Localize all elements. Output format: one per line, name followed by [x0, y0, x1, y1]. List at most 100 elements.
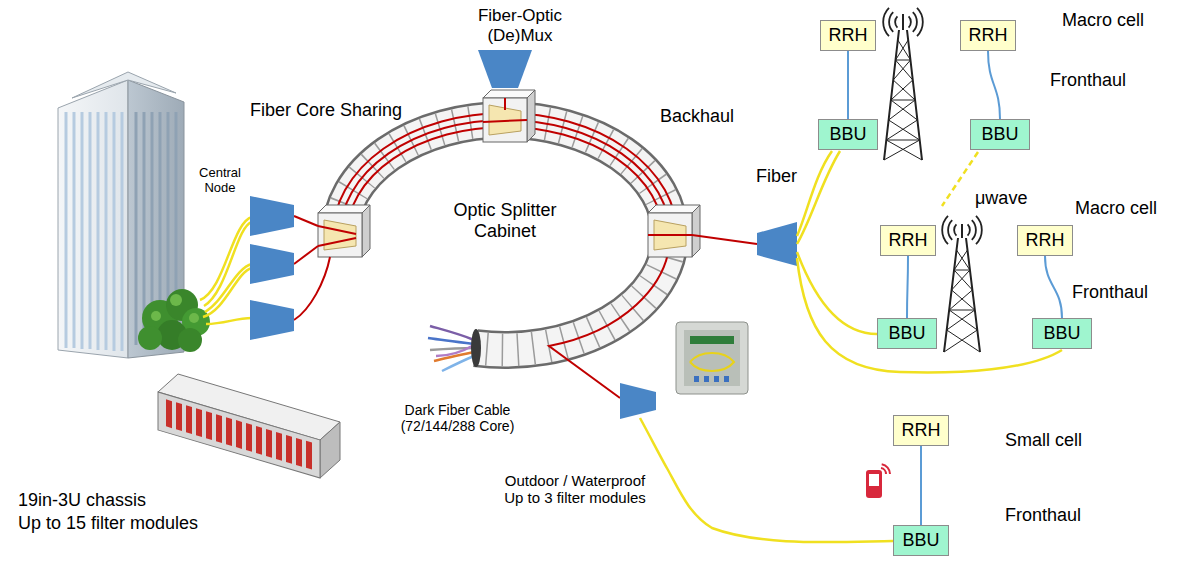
bush-leaf — [151, 311, 161, 321]
filter-module — [306, 441, 312, 470]
fiber-core — [294, 246, 318, 264]
filter-module — [166, 399, 172, 428]
mux-cabinet — [483, 90, 535, 142]
bush-leaf — [138, 326, 162, 350]
cabinet-top — [318, 205, 370, 213]
callout-label: Fronthaul — [1005, 505, 1105, 526]
fiber-core — [294, 216, 330, 320]
tower-legs — [884, 14, 922, 160]
filter-module — [196, 408, 202, 437]
cabinet-front — [318, 213, 362, 257]
callout-label: Optic Splitter Cabinet — [435, 200, 575, 241]
building-roof — [72, 72, 176, 98]
bbu-box: BBU — [893, 525, 949, 556]
filter-module — [296, 438, 302, 467]
box-connector — [714, 376, 719, 382]
callout-label: Fiber-Optic (De)Mux — [455, 6, 585, 45]
rrh-box: RRH — [880, 225, 936, 256]
node-text: RRH — [829, 25, 868, 46]
rrh-box: RRH — [820, 20, 876, 51]
filter-module — [256, 426, 262, 455]
cable-segments — [340, 120, 670, 350]
filter-modules — [166, 399, 312, 469]
node-text: RRH — [889, 230, 928, 251]
chassis-front — [158, 392, 320, 478]
node-text: BBU — [902, 530, 939, 551]
fronthaul-link — [988, 51, 1000, 119]
macro-tower — [883, 8, 923, 160]
mux-filter — [620, 383, 656, 419]
fronthaul-link — [920, 446, 922, 525]
outdoor-box — [676, 322, 748, 394]
box-housing — [676, 322, 748, 394]
filter-modules — [250, 50, 797, 419]
fiber-line — [640, 418, 893, 542]
microwave-link — [942, 152, 978, 206]
callout-label: Backhaul — [660, 106, 760, 127]
box-tray — [684, 330, 740, 386]
fiber-line — [206, 318, 252, 324]
fiber-line — [797, 252, 877, 334]
cabinet-side — [692, 205, 700, 257]
node-text: BBU — [829, 124, 866, 145]
node-text: BBU — [981, 124, 1018, 145]
chassis-face — [158, 392, 320, 478]
filter-module — [186, 405, 192, 434]
fiber-strand — [428, 338, 474, 344]
rack-chassis — [158, 374, 340, 478]
office-building — [58, 72, 184, 358]
fronthaul-link — [907, 256, 908, 318]
fiber-core — [648, 235, 757, 244]
filter-module — [276, 432, 282, 461]
fronthaul-link — [1045, 256, 1062, 318]
building-front — [58, 80, 128, 358]
fiber-line — [797, 258, 1062, 372]
mux-filter — [478, 50, 532, 88]
box-connector — [694, 376, 699, 382]
box-fiber-loop — [690, 353, 734, 371]
filter-module — [216, 414, 222, 443]
small-cell-icon — [866, 464, 890, 498]
bbu-box: BBU — [1032, 318, 1092, 349]
callout-label: Fiber — [756, 166, 816, 187]
callout-label: 19in-3U chassis — [18, 490, 238, 511]
cabinet-top — [648, 205, 700, 213]
mux-filter — [250, 196, 294, 236]
cable-end — [428, 326, 481, 371]
callout-label: Up to 15 filter modules — [18, 513, 258, 534]
callout-label: μwave — [975, 188, 1045, 209]
mux-filter — [250, 300, 294, 340]
green-bush — [138, 289, 210, 352]
node-text: RRH — [902, 420, 941, 441]
cabinet-top — [483, 90, 535, 98]
filter-module — [226, 417, 232, 446]
callout-label: Outdoor / Waterproof Up to 3 filter modu… — [495, 472, 655, 507]
bush-leaf — [189, 313, 199, 323]
small-cell-waves — [881, 464, 890, 474]
callout-label: Fiber Core Sharing — [250, 100, 425, 121]
node-text: BBU — [1043, 323, 1080, 344]
fiber-core — [294, 257, 330, 320]
fiber-strand — [430, 326, 474, 340]
rrh-box: RRH — [1017, 225, 1073, 256]
callout-label: Central Node — [190, 166, 250, 196]
callout-label: Small cell — [1005, 430, 1105, 451]
tower-bracing — [884, 40, 922, 160]
node-text: BBU — [888, 323, 925, 344]
node-text: RRH — [1026, 230, 1065, 251]
filter-module — [206, 411, 212, 440]
mux-filter — [250, 244, 294, 284]
filter-module — [176, 402, 182, 431]
cable-body — [340, 120, 670, 350]
filter-module — [236, 420, 242, 449]
small-cell-screen — [869, 474, 879, 486]
fiber-core — [549, 235, 670, 398]
fiber-drop — [640, 151, 1062, 542]
splitter-cabinet — [318, 205, 370, 257]
box-adapters — [690, 336, 734, 344]
splitter-cabinet — [648, 205, 757, 257]
callout-label: Dark Fiber Cable (72/144/288 Core) — [390, 402, 525, 434]
filter-module — [286, 435, 292, 464]
loose-fibers — [428, 326, 474, 371]
